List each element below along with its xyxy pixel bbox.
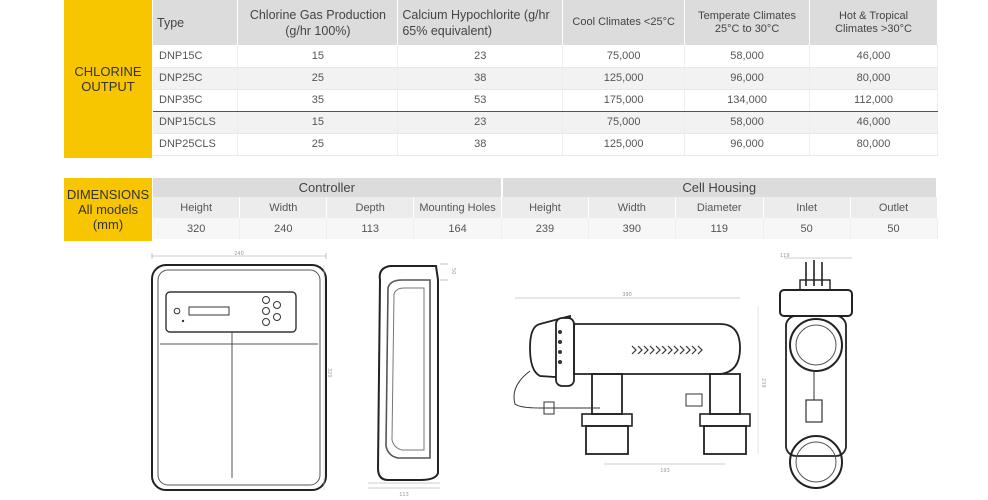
chlorine-output-label: CHLORINE OUTPUT xyxy=(64,0,152,158)
header-gas: Chlorine Gas Production (g/hr 100%) xyxy=(237,0,399,45)
col-header: Width xyxy=(239,197,328,218)
chlorine-header-row: Type Chlorine Gas Production (g/hr 100%)… xyxy=(153,0,938,45)
dim-value: 239 xyxy=(501,218,589,239)
gas-cell: 15 xyxy=(237,111,399,134)
cool-cell: 75,000 xyxy=(562,45,686,68)
dim-value: 390 xyxy=(588,218,676,239)
temperate-cell: 58,000 xyxy=(684,111,811,134)
hot-cell: 112,000 xyxy=(809,89,938,112)
dim-value: 50 xyxy=(763,218,851,239)
col-header: Height xyxy=(501,197,589,218)
chlorine-label-line1: CHLORINE xyxy=(74,64,142,79)
dim-value: 113 xyxy=(326,218,415,239)
calcium-cell: 23 xyxy=(397,111,564,134)
dimensions-label-line3: (mm) xyxy=(92,217,124,232)
cell-housing-drawing: 390 193 239 xyxy=(513,292,766,474)
dims-value-row: 320 240 113 164 239 390 119 50 50 xyxy=(153,218,938,239)
cool-cell: 75,000 xyxy=(562,111,686,134)
col-header: Inlet xyxy=(763,197,851,218)
dim-value: 50 xyxy=(850,218,938,239)
dim-value: 119 xyxy=(675,218,764,239)
gas-cell: 25 xyxy=(237,67,399,90)
controller-side-drawing: 50 113 xyxy=(368,263,456,498)
table-row: DNP15C 15 23 75,000 58,000 46,000 xyxy=(153,45,938,68)
temperate-cell: 96,000 xyxy=(684,67,811,90)
controller-group-header: Controller xyxy=(153,178,503,197)
header-hot: Hot & Tropical Climates >30°C xyxy=(809,0,938,45)
dims-group-row: Controller Cell Housing xyxy=(153,178,939,197)
side-top-dim: 50 xyxy=(450,268,456,274)
cool-cell: 125,000 xyxy=(562,67,686,90)
dim-value: 164 xyxy=(413,218,503,239)
temperate-cell: 58,000 xyxy=(684,45,811,68)
col-header: Depth xyxy=(326,197,415,218)
type-cell: DNP35C xyxy=(153,89,239,112)
col-header: Height xyxy=(153,197,241,218)
cell-spacing-dim: 193 xyxy=(660,468,670,474)
end-width-dim: 119 xyxy=(780,253,790,259)
type-cell: DNP25CLS xyxy=(153,133,239,156)
controller-width-dim: 240 xyxy=(234,251,244,257)
controller-front-drawing: 240 320 xyxy=(151,251,332,491)
cell-height-dim: 239 xyxy=(760,378,766,388)
dimensions-label-line2: All models xyxy=(78,202,138,217)
temperate-cell: 134,000 xyxy=(684,89,811,112)
hot-cell: 80,000 xyxy=(809,67,938,90)
hot-cell: 46,000 xyxy=(809,45,938,68)
col-header: Outlet xyxy=(850,197,938,218)
side-depth-dim: 113 xyxy=(399,492,409,498)
dim-value: 240 xyxy=(239,218,328,239)
cell-end-view-drawing: 119 xyxy=(779,253,853,489)
dimensions-table: Controller Cell Housing Height Width Dep… xyxy=(153,178,939,239)
dims-column-row: Height Width Depth Mounting Holes Height… xyxy=(153,197,938,218)
cell-housing-group-header: Cell Housing xyxy=(501,178,939,197)
controller-height-dim: 320 xyxy=(326,368,332,378)
chlorine-output-table: Type Chlorine Gas Production (g/hr 100%)… xyxy=(153,0,938,156)
calcium-cell: 53 xyxy=(397,89,564,112)
cool-cell: 175,000 xyxy=(562,89,686,112)
gas-cell: 25 xyxy=(237,133,399,156)
col-header: Mounting Holes xyxy=(413,197,503,218)
col-header: Diameter xyxy=(675,197,764,218)
dim-value: 320 xyxy=(153,218,241,239)
table-row: DNP25C 25 38 125,000 96,000 80,000 xyxy=(153,67,938,90)
hot-cell: 46,000 xyxy=(809,111,938,134)
cool-cell: 125,000 xyxy=(562,133,686,156)
type-cell: DNP15CLS xyxy=(153,111,239,134)
header-type: Type xyxy=(153,0,239,45)
table-row: DNP25CLS 25 38 125,000 96,000 80,000 xyxy=(153,133,938,156)
calcium-cell: 38 xyxy=(397,133,564,156)
header-temperate: Temperate Climates 25°C to 30°C xyxy=(684,0,811,45)
chlorine-label-line2: OUTPUT xyxy=(81,79,135,94)
type-cell: DNP25C xyxy=(153,67,239,90)
header-calcium: Calcium Hypochlorite (g/hr 65% equivalen… xyxy=(397,0,564,45)
calcium-cell: 38 xyxy=(397,67,564,90)
table-row: DNP15CLS 15 23 75,000 58,000 46,000 xyxy=(153,111,938,134)
dimensions-label: DIMENSIONS All models (mm) xyxy=(64,178,152,241)
gas-cell: 35 xyxy=(237,89,399,112)
gas-cell: 15 xyxy=(237,45,399,68)
hot-cell: 80,000 xyxy=(809,133,938,156)
temperate-cell: 96,000 xyxy=(684,133,811,156)
header-cool: Cool Climates <25°C xyxy=(562,0,686,45)
cell-length-dim: 390 xyxy=(622,292,632,298)
table-row: DNP35C 35 53 175,000 134,000 112,000 xyxy=(153,89,938,112)
dimensions-label-line1: DIMENSIONS xyxy=(66,187,150,202)
type-cell: DNP15C xyxy=(153,45,239,68)
col-header: Width xyxy=(588,197,676,218)
calcium-cell: 23 xyxy=(397,45,564,68)
